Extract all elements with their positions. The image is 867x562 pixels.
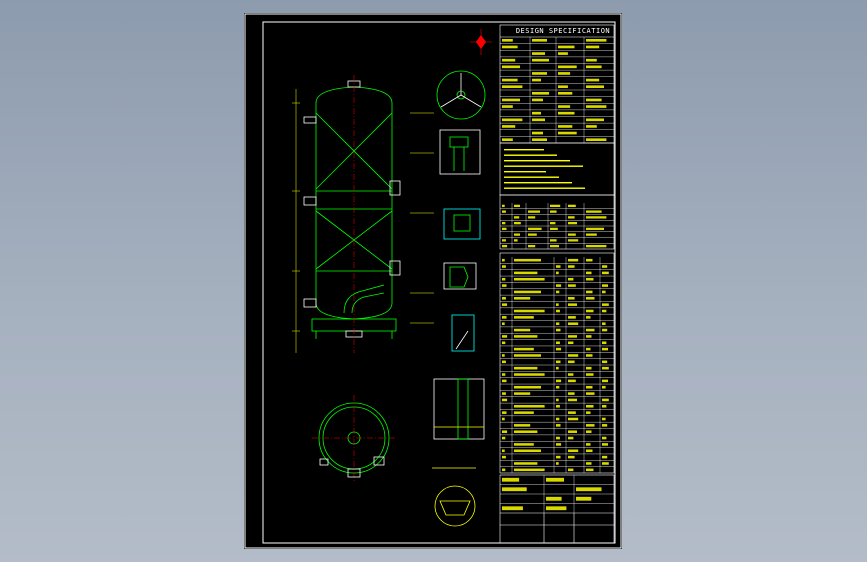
title-block-lines: [500, 475, 614, 513]
title-block: [499, 474, 615, 544]
detail-views: [432, 70, 486, 527]
parts-list-rows: [500, 257, 614, 473]
nozzle-table: [499, 194, 615, 250]
drawing-sheet: [244, 13, 622, 549]
drawing-canvas: [244, 13, 622, 549]
dimension-lines: [292, 89, 434, 353]
spec-table-rows: [500, 37, 614, 143]
parts-list: [499, 252, 615, 474]
outer-frame: [244, 13, 622, 549]
vessel-elevation: [311, 86, 397, 339]
nozzle-table-rows: [500, 203, 614, 249]
notes-block: [499, 142, 615, 196]
plan-view: [312, 395, 396, 481]
spec-table: [499, 24, 615, 144]
spec-title: DESIGN SPECIFICATION: [515, 27, 611, 35]
inner-frame: [262, 21, 616, 544]
notes-lines: [504, 149, 585, 189]
